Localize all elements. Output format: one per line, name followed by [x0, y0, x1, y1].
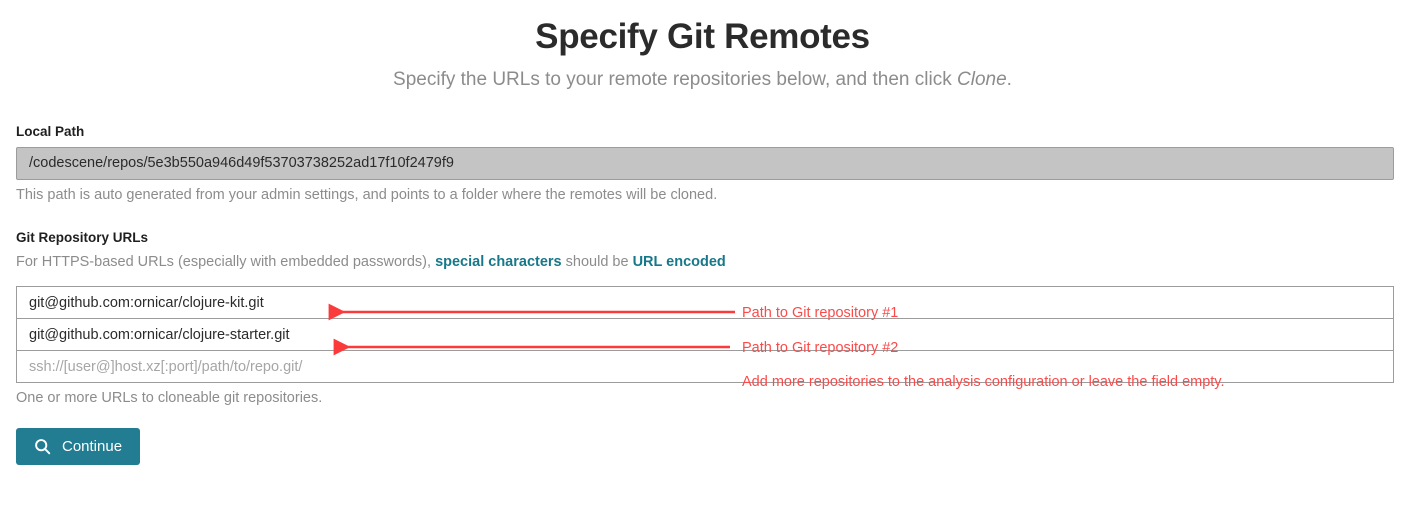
page-title: Specify Git Remotes — [535, 17, 870, 56]
page-subtitle-emphasis: Clone — [957, 69, 1007, 90]
remotes-form: Local Path /codescene/repos/5e3b550a946d… — [16, 124, 1394, 465]
page-subtitle: Specify the URLs to your remote reposito… — [0, 58, 1405, 92]
repo-url-row-1[interactable] — [16, 286, 1394, 320]
local-path-label: Local Path — [16, 124, 85, 139]
url-encoding-note-part1: For HTTPS-based URLs (especially with em… — [16, 254, 436, 271]
url-encoding-note: For HTTPS-based URLs (especially with em… — [16, 253, 1394, 272]
repo-url-row-2[interactable] — [16, 318, 1394, 352]
repo-url-row-3[interactable] — [16, 350, 1394, 384]
url-encoded-link[interactable]: URL encoded — [632, 254, 726, 271]
search-icon — [34, 438, 51, 455]
git-repository-urls-group: Git Repository URLs For HTTPS-based URLs… — [16, 230, 1394, 408]
special-characters-link[interactable]: special characters — [435, 254, 562, 271]
repo-url-input-1[interactable] — [17, 287, 1393, 319]
page-subtitle-text: Specify the URLs to your remote reposito… — [393, 69, 957, 90]
repo-url-list — [16, 286, 1394, 384]
url-encoding-note-part2: should be — [561, 254, 633, 271]
git-repository-urls-label: Git Repository URLs — [16, 230, 149, 246]
page-subtitle-suffix: . — [1006, 69, 1012, 90]
repo-url-input-2[interactable] — [17, 319, 1393, 351]
local-path-help: This path is auto generated from your ad… — [16, 187, 718, 204]
repo-url-input-3[interactable] — [17, 351, 1393, 383]
local-path-field: /codescene/repos/5e3b550a946d49f53703738… — [16, 147, 1394, 181]
continue-button[interactable]: Continue — [16, 427, 141, 465]
git-repository-urls-help: One or more URLs to cloneable git reposi… — [16, 390, 323, 407]
continue-button-label: Continue — [62, 437, 123, 455]
local-path-group: Local Path /codescene/repos/5e3b550a946d… — [16, 124, 1394, 205]
